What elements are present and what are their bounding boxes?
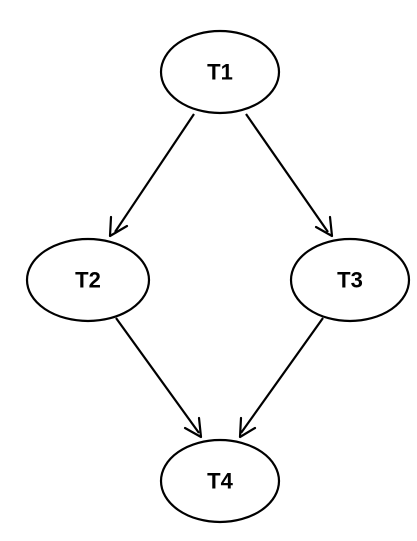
edge-t1-t3 <box>245 113 334 238</box>
node-t4-label: T4 <box>207 469 233 494</box>
edge-t2-t4 <box>115 317 203 439</box>
node-t3-label: T3 <box>337 268 363 293</box>
edges-layer <box>108 113 334 439</box>
edge-t1-t2 <box>108 113 195 238</box>
node-t3: T3 <box>289 237 411 323</box>
node-t2: T2 <box>25 237 151 323</box>
node-t1-label: T1 <box>207 60 233 85</box>
node-t1: T1 <box>159 29 281 115</box>
node-t4: T4 <box>159 438 281 524</box>
edge-t3-t4 <box>238 317 324 439</box>
node-t2-label: T2 <box>75 268 101 293</box>
